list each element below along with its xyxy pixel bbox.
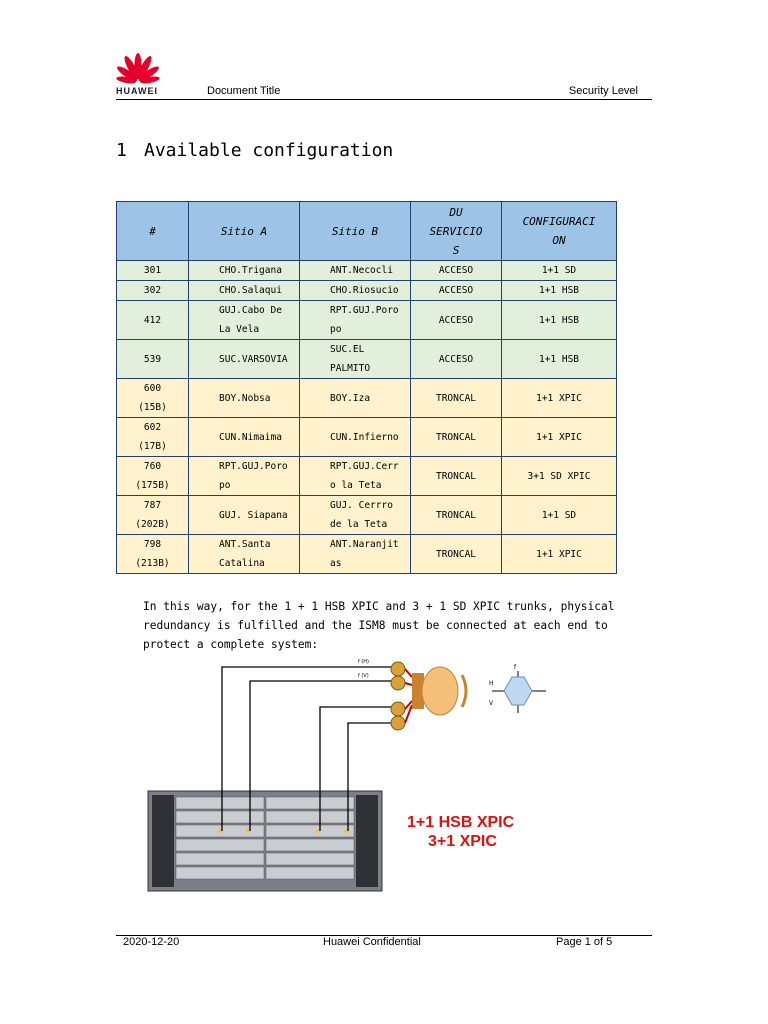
cell-configuracion: 1+1 XPIC xyxy=(501,378,617,418)
cell-configuracion: 1+1 SD xyxy=(501,495,617,535)
cell-du-servicio: TRONCAL xyxy=(410,417,502,457)
cell-id: 787(202B) xyxy=(116,495,189,535)
section-heading: 1 Available configuration xyxy=(116,140,393,161)
huawei-logo-icon xyxy=(116,53,160,84)
cell-du-servicio: TRONCAL xyxy=(410,378,502,418)
pol-f-label: f xyxy=(514,664,517,671)
col-header-number: # xyxy=(116,201,189,261)
xpic-connection-diagram: f H V f (H) f (V) 1+1 HSB XPIC 3+1 XPIC xyxy=(147,659,546,892)
cell-configuracion: 1+1 HSB xyxy=(501,339,617,379)
cell-id: 412 xyxy=(116,300,189,340)
cell-configuracion: 3+1 SD XPIC xyxy=(501,456,617,496)
cell-configuracion: 1+1 SD xyxy=(501,260,617,281)
if-cables xyxy=(221,666,394,831)
security-level: Security Level xyxy=(568,85,638,97)
cell-du-servicio: TRONCAL xyxy=(410,456,502,496)
pol-v-label: V xyxy=(489,700,494,707)
cell-id: 302 xyxy=(116,280,189,301)
col-header-sitio-a: Sitio A xyxy=(188,201,300,261)
antenna-icon xyxy=(412,666,468,716)
cell-sitio-b: BOY.Iza xyxy=(299,378,411,418)
cell-sitio-a: CHO.Trigana xyxy=(188,260,300,281)
col-header-sitio-b: Sitio B xyxy=(299,201,411,261)
cell-sitio-b: CHO.Riosucio xyxy=(299,280,411,301)
cell-sitio-b: ANT.Necocli xyxy=(299,260,411,281)
polarization-icon: f H V xyxy=(489,664,546,713)
cell-configuracion: 1+1 HSB xyxy=(501,300,617,340)
cell-configuracion: 1+1 HSB xyxy=(501,280,617,301)
cell-sitio-a: BOY.Nobsa xyxy=(188,378,300,418)
cell-du-servicio: ACCESO xyxy=(410,280,502,301)
cell-du-servicio: TRONCAL xyxy=(410,495,502,535)
cell-id: 798(213B) xyxy=(116,534,189,574)
footer-divider xyxy=(116,935,652,936)
cell-sitio-b: CUN.Infierno xyxy=(299,417,411,457)
footer-page-number: Page 1 of 5 xyxy=(556,936,613,948)
config-label-line2: 3+1 XPIC xyxy=(428,833,497,850)
cell-du-servicio: ACCESO xyxy=(410,300,502,340)
cell-sitio-a: GUJ. Siapana xyxy=(188,495,300,535)
pol-h-label: H xyxy=(489,680,494,687)
cell-id: 602(17B) xyxy=(116,417,189,457)
header-divider xyxy=(116,99,652,100)
section-number: 1 xyxy=(116,140,127,161)
cell-id: 301 xyxy=(116,260,189,281)
cell-sitio-a: CHO.Salaqui xyxy=(188,280,300,301)
footer-confidential: Huawei Confidential xyxy=(323,936,421,948)
config-label-line1: 1+1 HSB XPIC xyxy=(407,814,515,831)
port-v-label: f (V) xyxy=(358,673,369,679)
cell-du-servicio: TRONCAL xyxy=(410,534,502,574)
cell-configuracion: 1+1 XPIC xyxy=(501,534,617,574)
section-title: Available configuration xyxy=(144,140,394,161)
cell-sitio-a: CUN.Nimaima xyxy=(188,417,300,457)
footer-date: 2020-12-20 xyxy=(123,936,180,948)
document-title: Document Title xyxy=(207,85,281,97)
cell-configuracion: 1+1 XPIC xyxy=(501,417,617,457)
cell-du-servicio: ACCESO xyxy=(410,260,502,281)
body-paragraph: In this way, for the 1 + 1 HSB XPIC and … xyxy=(143,600,615,651)
cell-id: 539 xyxy=(116,339,189,379)
cell-id: 600(15B) xyxy=(116,378,189,418)
odu-units xyxy=(390,661,413,731)
cell-du-servicio: ACCESO xyxy=(410,339,502,379)
ism8-chassis-image xyxy=(147,790,383,892)
cell-sitio-a: SUC.VARSOVIA xyxy=(188,339,300,379)
logo-wordmark: HUAWEI xyxy=(116,86,158,96)
port-h-label: f (H) xyxy=(358,659,369,665)
cell-id: 760(175B) xyxy=(116,456,189,496)
